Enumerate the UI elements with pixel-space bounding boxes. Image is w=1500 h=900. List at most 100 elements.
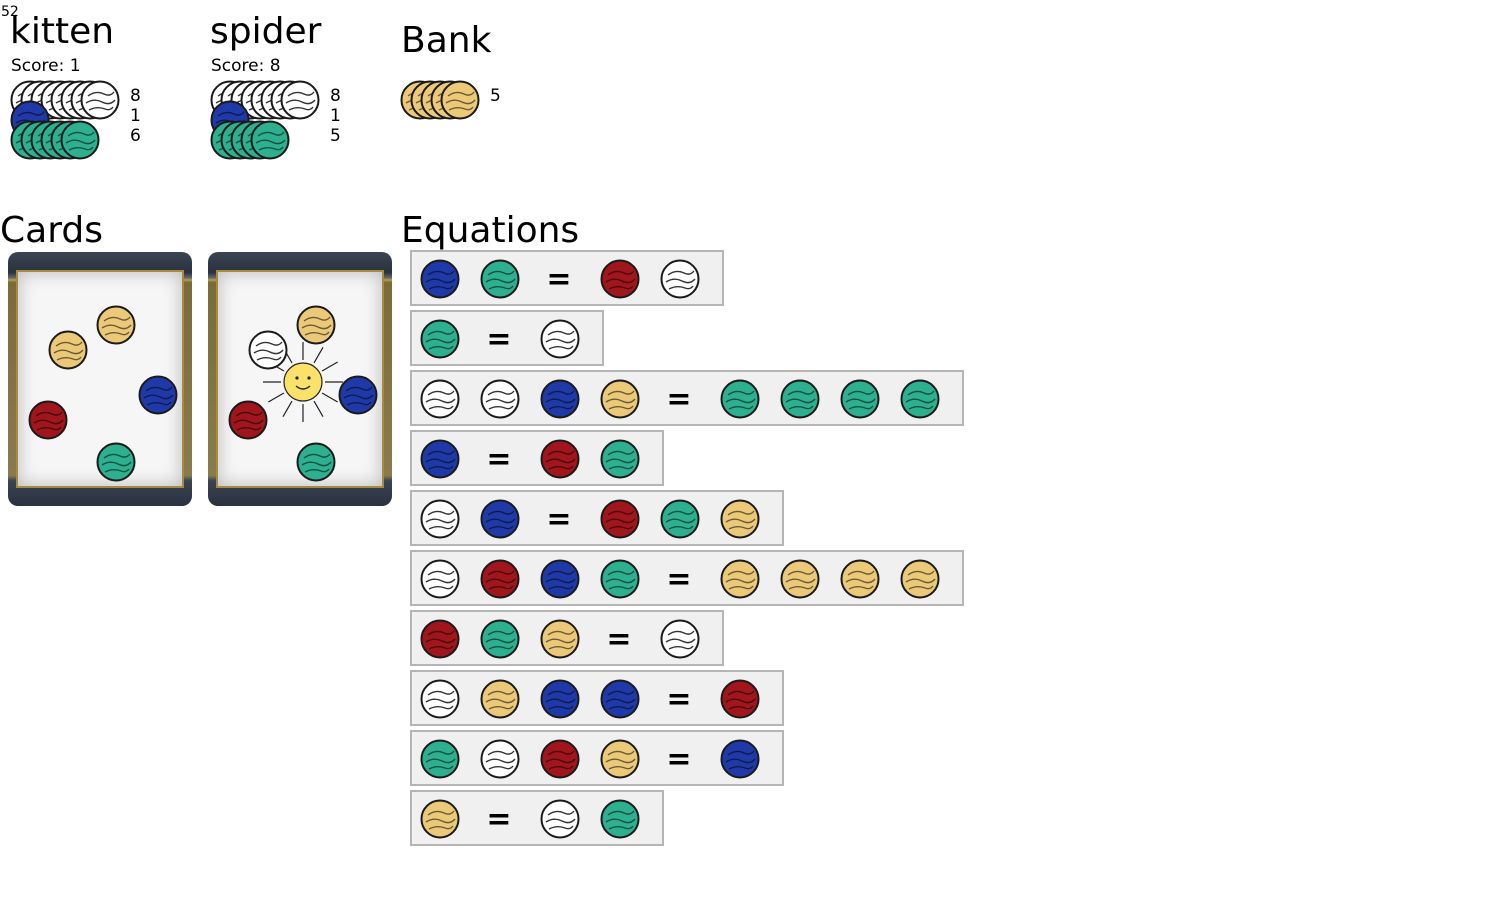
player-score-spider: Score: 8 — [211, 56, 281, 76]
equation-row[interactable]: = — [410, 730, 784, 786]
equation-marble-green — [660, 499, 700, 539]
corner-number: 52 — [1, 4, 19, 20]
equation-marble-gold — [480, 679, 520, 719]
equation-marble-green — [420, 319, 460, 359]
card-marble-red — [228, 400, 268, 440]
equation-marble-blue — [540, 379, 580, 419]
cards-title: Cards — [0, 210, 103, 251]
equation-marble-red — [600, 499, 640, 539]
card-marble-gold — [96, 305, 136, 345]
token-white — [280, 80, 320, 120]
equation-marble-white — [420, 379, 460, 419]
player-score-kitten: Score: 1 — [11, 56, 81, 76]
equation-row[interactable]: = — [410, 790, 664, 846]
equation-marble-blue — [420, 259, 460, 299]
equation-row[interactable]: = — [410, 250, 724, 306]
bank-title: Bank — [401, 20, 492, 61]
equation-marble-red — [540, 439, 580, 479]
equation-marble-green — [720, 379, 760, 419]
equals-sign: = — [486, 442, 512, 477]
equation-marble-blue — [420, 439, 460, 479]
equation-marble-red — [540, 739, 580, 779]
equals-sign: = — [546, 502, 572, 537]
token-count-white: 8 — [330, 86, 341, 106]
equation-row[interactable]: = — [410, 490, 784, 546]
equation-marble-blue — [540, 559, 580, 599]
equation-marble-green — [480, 259, 520, 299]
card-2[interactable] — [208, 252, 392, 506]
equation-marble-green — [600, 559, 640, 599]
token-green — [250, 120, 290, 160]
card-marble-blue — [138, 375, 178, 415]
equation-marble-gold — [720, 499, 760, 539]
equation-marble-gold — [720, 559, 760, 599]
equals-sign: = — [666, 682, 692, 717]
equation-marble-green — [480, 619, 520, 659]
card-marble-gold — [296, 305, 336, 345]
card-marble-green — [296, 442, 336, 482]
equation-row[interactable]: = — [410, 670, 784, 726]
equation-marble-blue — [540, 679, 580, 719]
equation-marble-gold — [840, 559, 880, 599]
equation-marble-blue — [600, 679, 640, 719]
equals-sign: = — [666, 742, 692, 777]
card-marble-green — [96, 442, 136, 482]
equation-marble-blue — [720, 739, 760, 779]
card-marble-red — [28, 400, 68, 440]
equation-marble-red — [420, 619, 460, 659]
equals-sign: = — [486, 322, 512, 357]
card-marble-gold — [48, 330, 88, 370]
equation-marble-red — [600, 259, 640, 299]
token-gold — [440, 80, 480, 120]
equation-marble-white — [660, 619, 700, 659]
equals-sign: = — [546, 262, 572, 297]
equation-marble-white — [540, 799, 580, 839]
token-count-green: 6 — [130, 126, 141, 146]
equation-marble-gold — [600, 379, 640, 419]
card-face — [16, 270, 184, 488]
player-name-kitten: kitten — [10, 11, 115, 52]
equation-row[interactable]: = — [410, 310, 604, 366]
equation-marble-white — [420, 499, 460, 539]
equation-marble-white — [480, 739, 520, 779]
token-count-blue: 1 — [130, 106, 141, 126]
token-count-white: 8 — [130, 86, 141, 106]
token-white — [80, 80, 120, 120]
equation-marble-green — [900, 379, 940, 419]
equation-row[interactable]: = — [410, 430, 664, 486]
equation-marble-blue — [480, 499, 520, 539]
equation-marble-gold — [540, 619, 580, 659]
equations-title: Equations — [401, 210, 580, 251]
equation-row[interactable]: = — [410, 610, 724, 666]
equation-marble-white — [660, 259, 700, 299]
token-green — [60, 120, 100, 160]
equals-sign: = — [666, 562, 692, 597]
equation-marble-green — [840, 379, 880, 419]
card-face — [216, 270, 384, 488]
equation-marble-white — [540, 319, 580, 359]
equation-marble-gold — [420, 799, 460, 839]
equation-marble-green — [780, 379, 820, 419]
equation-marble-gold — [900, 559, 940, 599]
card-1[interactable] — [8, 252, 192, 506]
equation-row[interactable]: = — [410, 370, 964, 426]
card-marble-white — [248, 330, 288, 370]
equation-marble-red — [480, 559, 520, 599]
equation-row[interactable]: = — [410, 550, 964, 606]
token-count-blue: 1 — [330, 106, 341, 126]
equation-marble-gold — [600, 739, 640, 779]
equation-marble-white — [420, 679, 460, 719]
player-name-spider: spider — [210, 11, 322, 52]
token-count-gold: 5 — [490, 86, 501, 106]
equation-marble-white — [420, 559, 460, 599]
equation-marble-green — [600, 799, 640, 839]
equation-marble-red — [720, 679, 760, 719]
equation-marble-green — [420, 739, 460, 779]
equals-sign: = — [666, 382, 692, 417]
equals-sign: = — [486, 802, 512, 837]
equation-marble-gold — [780, 559, 820, 599]
token-count-green: 5 — [330, 126, 341, 146]
equation-marble-white — [480, 379, 520, 419]
card-marble-blue — [338, 375, 378, 415]
equals-sign: = — [606, 622, 632, 657]
